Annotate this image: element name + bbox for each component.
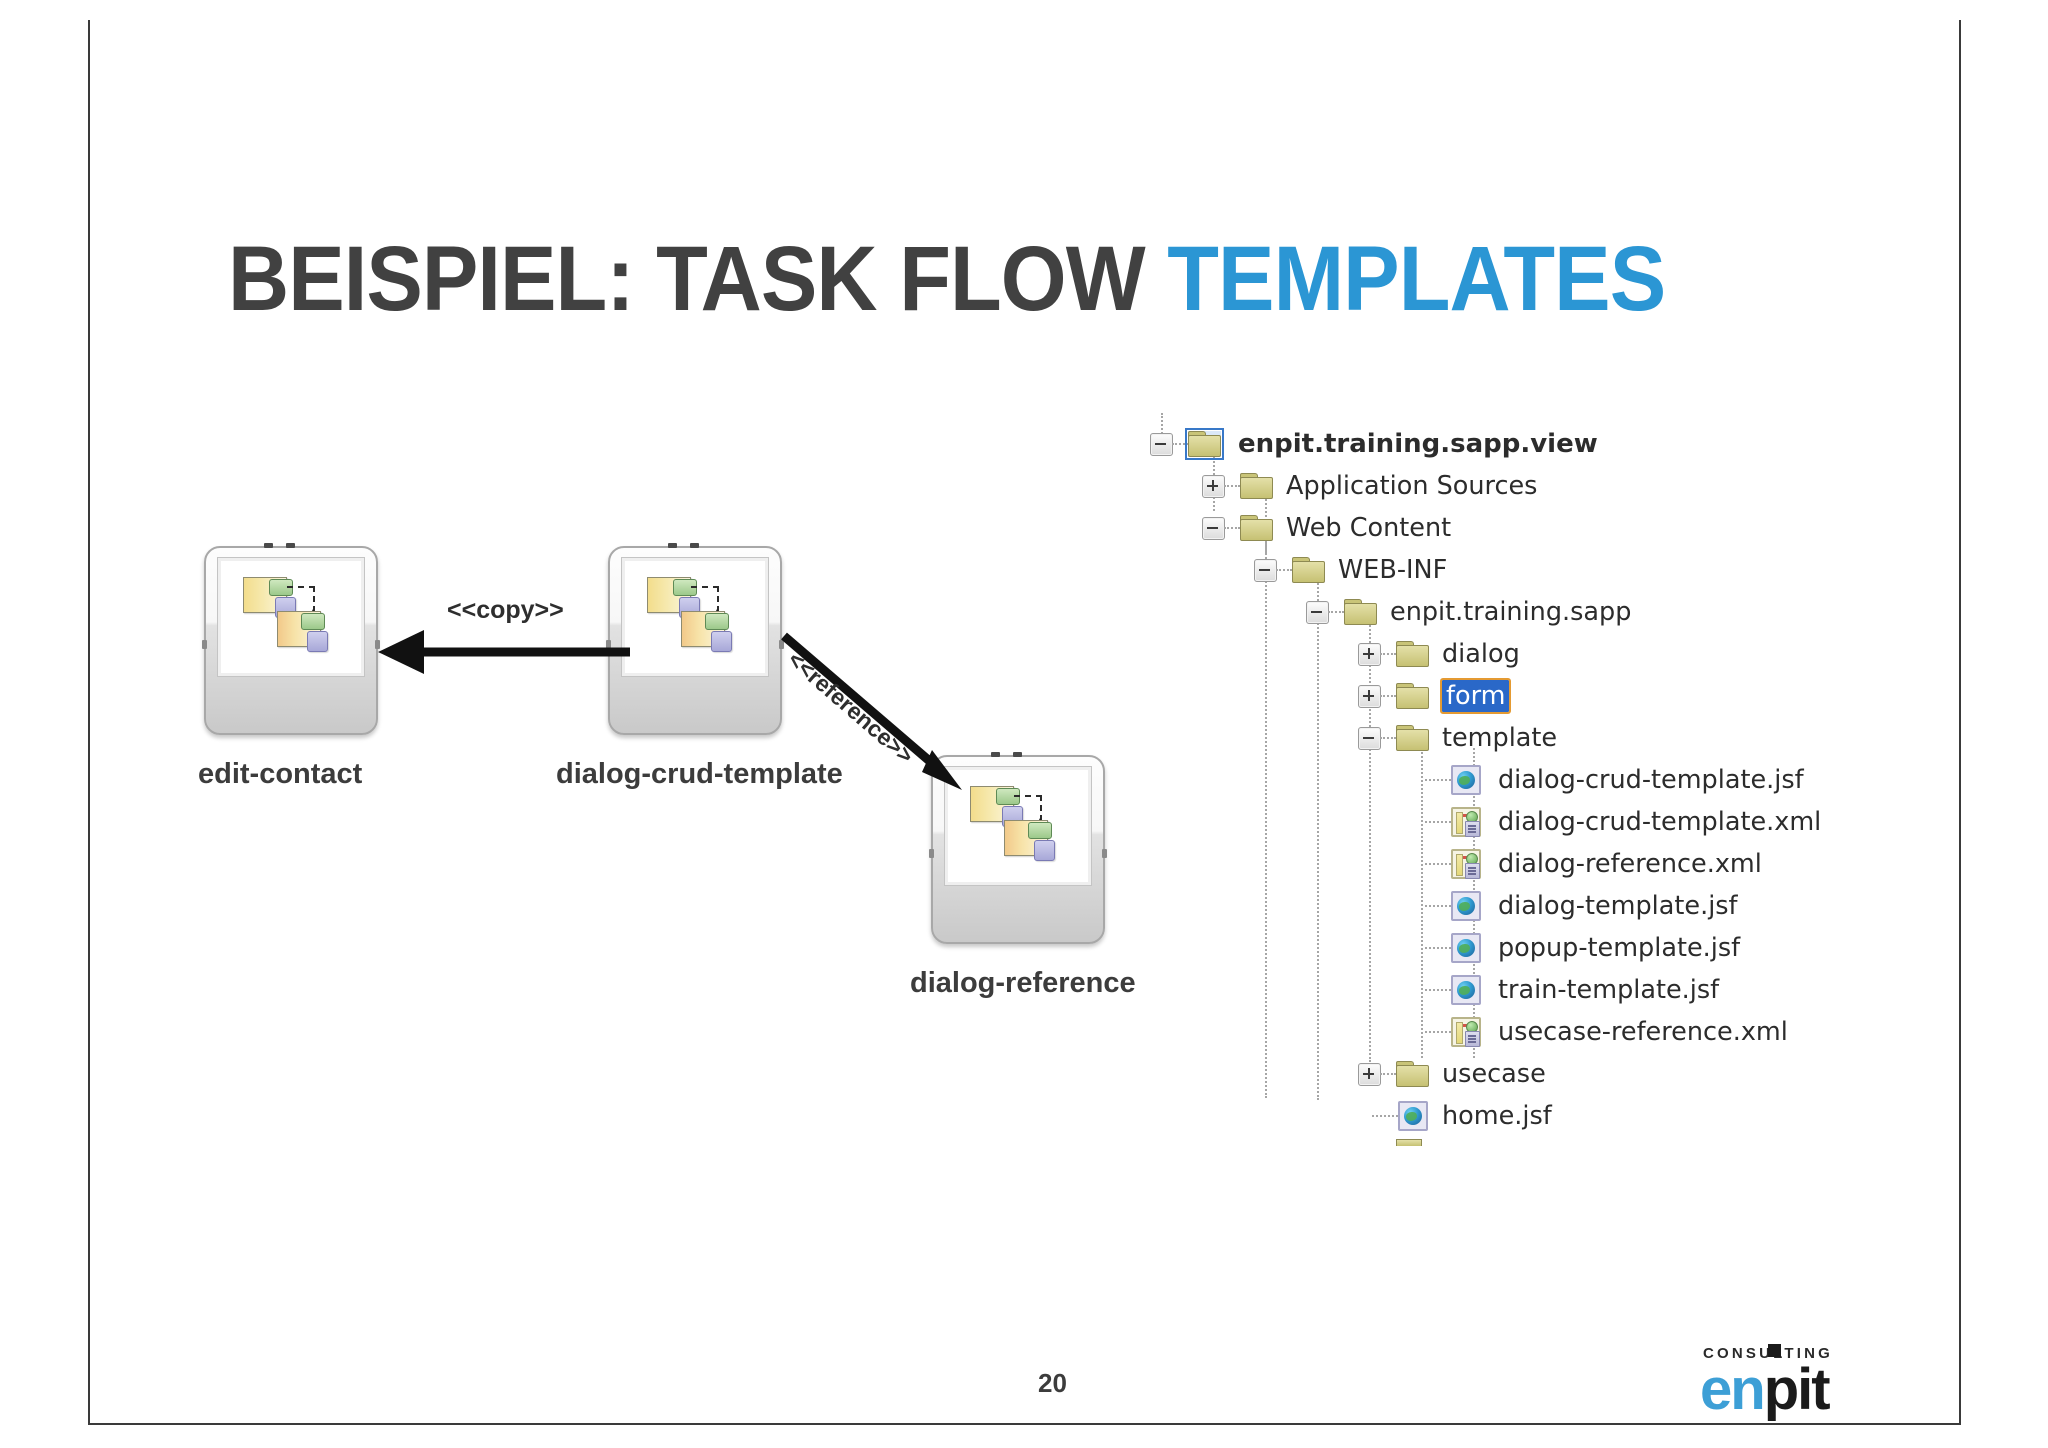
title-dark-part: BEISPIEL: TASK FLOW	[228, 227, 1146, 330]
jsf-file-icon[interactable]	[1451, 933, 1481, 963]
expand-collapse-minus-icon[interactable]	[1254, 559, 1277, 582]
reference-arrow	[781, 632, 962, 790]
tree-guide-line	[1317, 580, 1319, 1100]
folder-icon[interactable]	[1292, 557, 1325, 583]
tree-guide-line	[1161, 413, 1163, 437]
tree-label-dialog-template-jsf: dialog-template.jsf	[1498, 891, 1738, 921]
tree-label-dialog-crud-template-jsf: dialog-crud-template.jsf	[1498, 765, 1804, 795]
tree-guide-line	[1421, 748, 1423, 1058]
tree-label-dialog-reference-xml: dialog-reference.xml	[1498, 849, 1762, 879]
slide-title: BEISPIEL: TASK FLOW TEMPLATES	[228, 227, 1666, 330]
tree-guide-line	[1265, 538, 1267, 1098]
page-number: 20	[1038, 1368, 1067, 1398]
expand-collapse-minus-icon[interactable]	[1358, 727, 1381, 750]
task-flow-icon	[929, 752, 1107, 944]
tree-label-usecase-reference-xml: usecase-reference.xml	[1498, 1017, 1788, 1047]
copy-arrow-label: <<copy>>	[447, 596, 564, 624]
tree-row-clipped-folder	[1396, 1139, 1422, 1146]
logo-wordmark: enpit	[1700, 1344, 1833, 1419]
tree-guide-line	[1369, 622, 1371, 1062]
expand-collapse-minus-icon[interactable]	[1306, 601, 1329, 624]
tree-label-root: enpit.training.sapp.view	[1238, 429, 1598, 459]
tree-label-web-content: Web Content	[1286, 513, 1452, 543]
folder-icon[interactable]	[1240, 515, 1273, 541]
task-flow-icon	[202, 543, 380, 735]
logo-consulting-text: CONSULTING	[1703, 1345, 1833, 1362]
tree-label-template: template	[1442, 723, 1558, 753]
taskflow-node-dialog-reference[interactable]: dialog-reference	[910, 752, 1136, 999]
taskflow-label-edit-contact: edit-contact	[198, 758, 363, 790]
xml-file-icon[interactable]	[1451, 849, 1481, 879]
folder-icon[interactable]	[1396, 725, 1429, 751]
xml-file-icon[interactable]	[1451, 807, 1481, 837]
folder-selected-icon[interactable]	[1185, 428, 1224, 460]
mini-flow-graphic	[968, 784, 1076, 876]
folder-icon[interactable]	[1396, 641, 1429, 667]
slide-border-left	[88, 20, 90, 1425]
jsf-file-icon[interactable]	[1398, 1101, 1428, 1131]
tree-label-train-template-jsf: train-template.jsf	[1498, 975, 1720, 1005]
enpit-logo: CONSULTING enpit	[1700, 1344, 1833, 1419]
tree-label-application-sources: Application Sources	[1286, 471, 1538, 501]
taskflow-node-dialog-crud-template[interactable]: dialog-crud-template	[556, 543, 843, 790]
tree-label-popup-template-jsf: popup-template.jsf	[1498, 933, 1741, 963]
jsf-file-icon[interactable]	[1451, 891, 1481, 921]
tree-label-web-inf: WEB-INF	[1338, 555, 1448, 585]
logo-square-mark	[1768, 1344, 1782, 1357]
slide-border-right	[1959, 20, 1961, 1425]
logo-pit-text: pit	[1763, 1357, 1831, 1422]
expand-collapse-minus-icon[interactable]	[1150, 433, 1173, 456]
taskflow-node-edit-contact[interactable]: edit-contact	[198, 543, 380, 790]
tree-label-dialog-crud-template-xml: dialog-crud-template.xml	[1498, 807, 1822, 837]
tree-label-usecase: usecase	[1442, 1059, 1546, 1089]
jsf-file-icon[interactable]	[1451, 975, 1481, 1005]
xml-file-icon[interactable]	[1451, 1017, 1481, 1047]
project-explorer-tree[interactable]: enpit.training.sapp.view Application Sou…	[1150, 413, 1940, 1163]
tree-label-home-jsf: home.jsf	[1442, 1101, 1552, 1131]
mini-flow-graphic	[645, 575, 753, 667]
expand-collapse-plus-icon[interactable]	[1358, 643, 1381, 666]
title-blue-part: TEMPLATES	[1167, 227, 1666, 330]
expand-collapse-plus-icon[interactable]	[1358, 685, 1381, 708]
taskflow-label-dialog-reference: dialog-reference	[910, 967, 1136, 999]
tree-label-dialog: dialog	[1442, 639, 1520, 669]
folder-icon[interactable]	[1396, 683, 1429, 709]
task-flow-icon	[606, 543, 784, 735]
folder-icon[interactable]	[1344, 599, 1377, 625]
copy-arrow	[378, 630, 630, 674]
expand-collapse-plus-icon[interactable]	[1202, 475, 1225, 498]
taskflow-label-dialog-crud-template: dialog-crud-template	[556, 758, 843, 790]
tree-label-form-selected[interactable]: form	[1439, 678, 1512, 714]
logo-en-text: en	[1700, 1357, 1766, 1422]
slide-border-bottom	[88, 1423, 1961, 1425]
expand-collapse-plus-icon[interactable]	[1358, 1063, 1381, 1086]
jsf-file-icon[interactable]	[1451, 765, 1481, 795]
folder-icon[interactable]	[1396, 1061, 1429, 1087]
folder-icon[interactable]	[1240, 473, 1273, 499]
expand-collapse-minus-icon[interactable]	[1202, 517, 1225, 540]
mini-flow-graphic	[241, 575, 349, 667]
tree-label-enpit-training-sapp: enpit.training.sapp	[1390, 597, 1632, 627]
